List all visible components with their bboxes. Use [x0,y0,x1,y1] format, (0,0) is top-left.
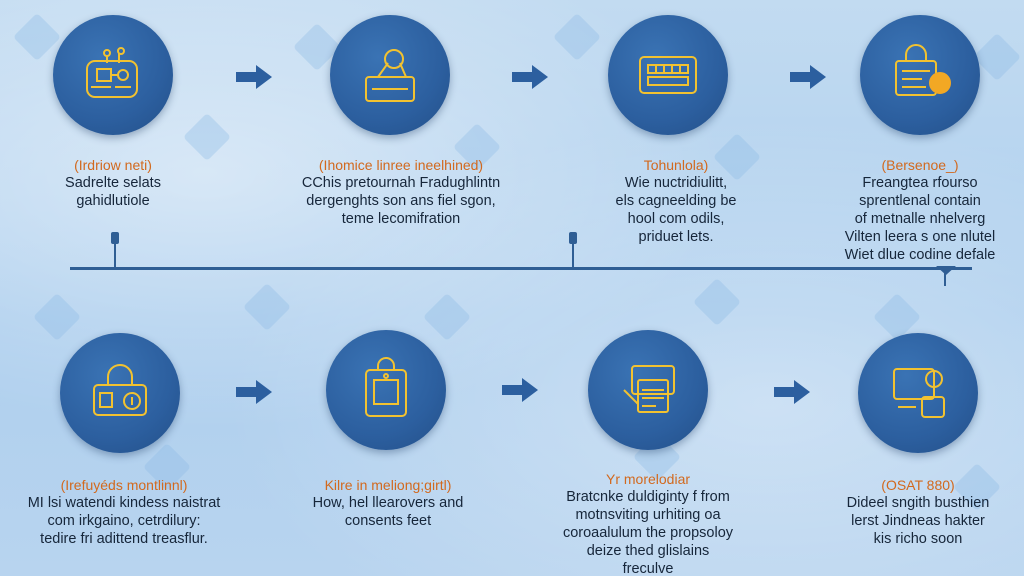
step-title: Tohunlola) [643,157,709,173]
step-label-2: (Ihomice linree ineelhined) CChis pretou… [283,156,519,228]
step-label-8: (OSAT 880) Dideel sngith busthien lerst … [808,476,1024,548]
flow-arrow-icon [236,380,272,404]
flow-arrow-icon [774,380,810,404]
step-description: Freangtea rfourso sprentlenal contain of… [844,175,996,263]
step-node-5 [60,333,180,453]
step-description: CChis pretournah Fradughlintn dergenghts… [301,175,501,227]
step-node-7 [588,330,708,450]
step-label-6: Kilre in meliong;girtl) How, hel llearov… [278,476,498,530]
display-panel-icon [639,56,697,94]
step-node-3 [608,15,728,135]
person-computer-icon [893,368,945,418]
step-node-8 [858,333,978,453]
flow-arrow-icon [236,65,272,89]
step-label-7: Yr morelodiar Bratcnke duldiginty f from… [538,470,758,576]
step-title: Kilre in meliong;girtl) [324,477,452,493]
timeline-marker [111,232,119,268]
timeline-marker [944,268,946,286]
timeline-notch [936,266,956,275]
flow-arrow-icon [502,378,538,402]
step-title: (Irdriow neti) [74,157,152,173]
padlock-shield-icon [93,364,147,416]
flow-arrow-icon [512,65,548,89]
flow-arrow-icon [790,65,826,89]
step-description: Bratcnke duldiginty f from motnsviting u… [562,489,734,576]
step-node-1 [53,15,173,135]
step-title: (Bersenoe_) [881,157,959,173]
step-description: MI lsi watendi kindess naistrat com irkg… [27,495,221,547]
lock-badge-icon [895,44,951,96]
robot-arm-box-icon [365,49,415,102]
step-description: How, hel llearovers and consents feet [312,495,464,529]
step-label-4: (Bersenoe_) Freangtea rfourso sprentlena… [810,156,1024,264]
circuit-board-icon [86,47,138,98]
step-description: Sadrelte selats gahidlutiole [65,175,161,209]
step-title: (OSAT 880) [881,477,955,493]
step-title: (Irefuyéds montlinnl) [60,477,188,493]
step-description: Dideel sngith busthien lerst Jindneas ha… [846,495,990,547]
timeline-line [70,267,972,270]
step-node-6 [326,330,446,450]
step-label-3: Tohunlola) Wie nuctridiulitt, els cagnee… [566,156,786,246]
wallet-document-icon [623,365,675,413]
secure-device-icon [365,357,407,417]
step-title: Yr morelodiar [605,471,691,487]
step-title: (Ihomice linree ineelhined) [318,157,484,173]
step-label-5: (Irefuyéds montlinnl) MI lsi watendi kin… [8,476,240,548]
step-label-1: (Irdriow neti) Sadrelte selats gahidluti… [3,156,223,210]
timeline-marker [569,232,577,268]
step-node-2 [330,15,450,135]
step-description: Wie nuctridiulitt, els cagneelding be ho… [615,175,737,245]
step-node-4 [860,15,980,135]
